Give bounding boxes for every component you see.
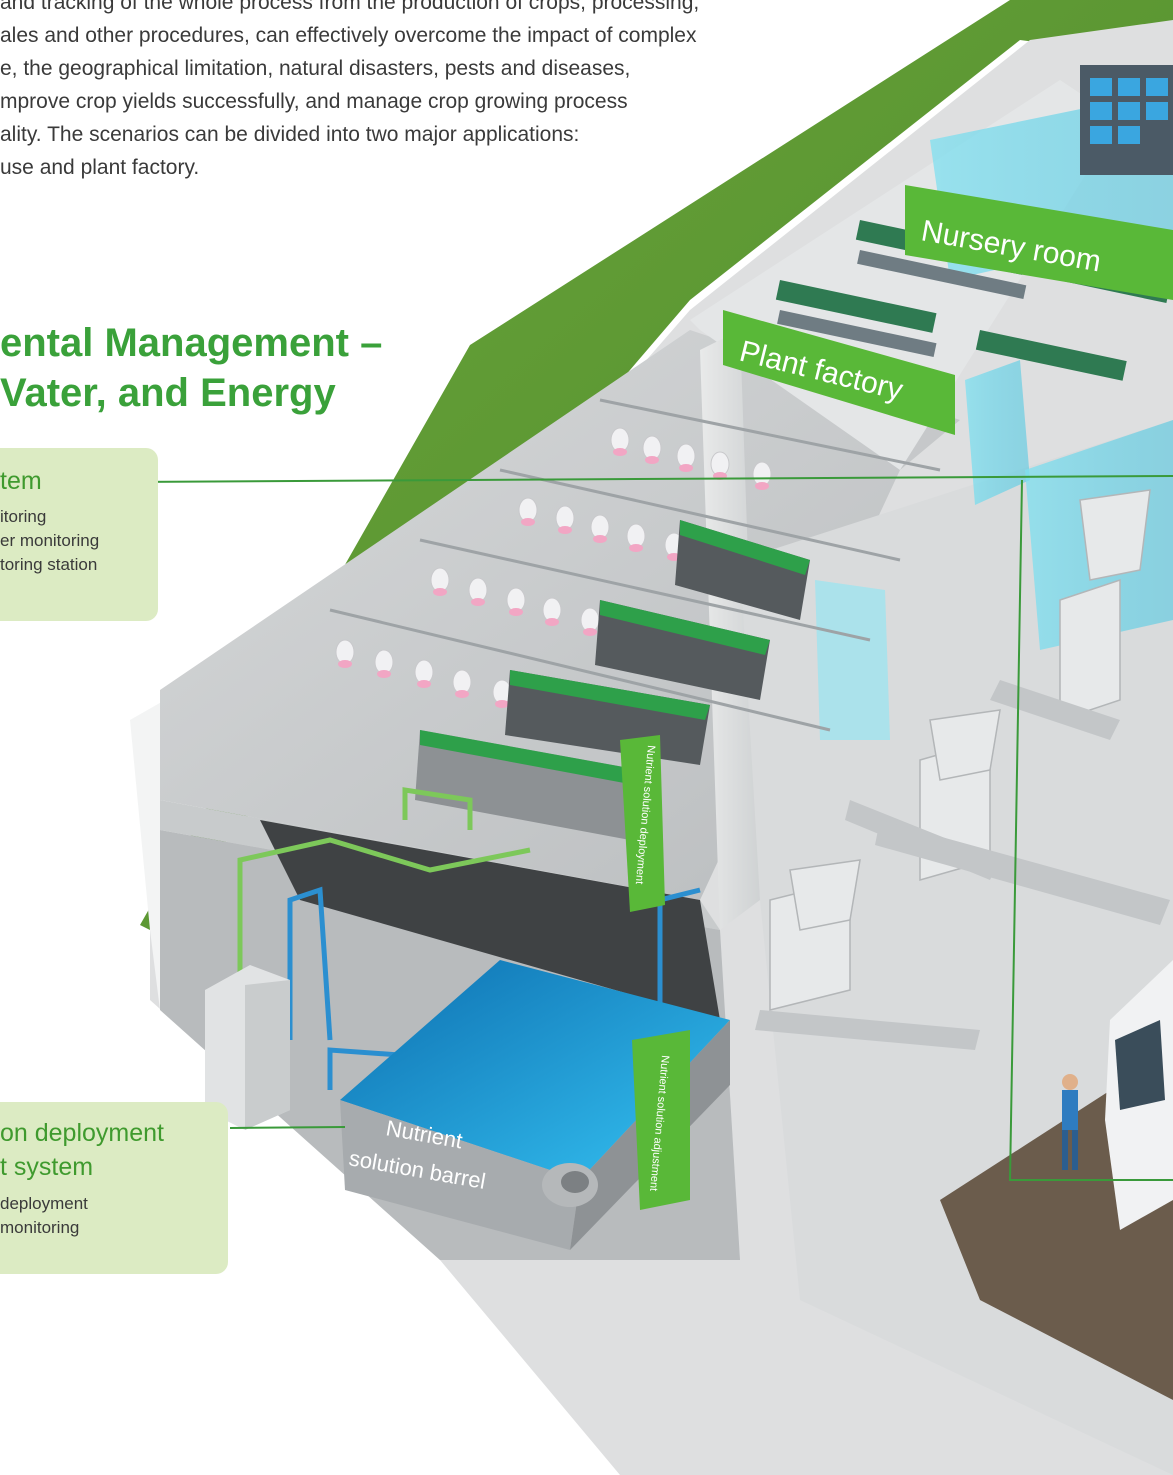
control-cabinet (205, 965, 290, 1130)
intro-line: ales and other procedures, can effective… (0, 24, 697, 47)
monitoring-system-callout: tem itoring er monitoring toring station (0, 448, 158, 621)
section-heading: ental Management – Vater, and Energy (0, 318, 382, 418)
delivery-truck (1105, 960, 1173, 1230)
intro-line: use and plant factory. (0, 156, 200, 179)
pump (542, 1163, 598, 1207)
intro-line: ality. The scenarios can be divided into… (0, 123, 580, 146)
callout-title: on deployment (0, 1119, 165, 1147)
grow-light-rails (329, 398, 941, 732)
sign-boards (620, 185, 1173, 1210)
conveyors (755, 680, 1170, 1050)
worker-figure (1062, 1074, 1078, 1170)
heading-line: Vater, and Energy (0, 371, 336, 415)
intro-line: e, the geographical limitation, natural … (0, 57, 631, 80)
callout-item: monitoring (0, 1218, 80, 1237)
lower-dark-floor (260, 820, 720, 1020)
outer-wall (130, 700, 165, 1010)
callout-item: deployment (0, 1194, 88, 1213)
intro-line: mprove crop yields successfully, and man… (0, 90, 628, 113)
callout-connectors (117, 475, 1173, 1181)
nutrient-adjustment-sign (632, 1030, 690, 1210)
processing-stations (769, 489, 1151, 1011)
grow-light-glow (338, 448, 769, 708)
intro-line: and tracking of the whole process from t… (0, 0, 700, 14)
plant-factory-sign (723, 310, 955, 435)
callout-item: er monitoring (0, 531, 100, 550)
callout-item: toring station (0, 555, 98, 574)
heading-line: ental Management – (0, 321, 383, 365)
intro-paragraph: and tracking of the whole process from t… (0, 0, 900, 184)
monitor-wall (1080, 65, 1173, 175)
nutrient-system-callout: on deployment t system deployment monito… (0, 1102, 228, 1274)
partition-wall (700, 330, 760, 930)
glass-panel (965, 360, 1030, 505)
nutrient-deployment-sign (620, 735, 665, 912)
nursery-room-sign (905, 185, 1173, 300)
glass-panel (815, 580, 890, 740)
callout-title: tem (0, 467, 42, 495)
callout-title: t system (0, 1153, 94, 1181)
callout-item: itoring (0, 507, 47, 526)
